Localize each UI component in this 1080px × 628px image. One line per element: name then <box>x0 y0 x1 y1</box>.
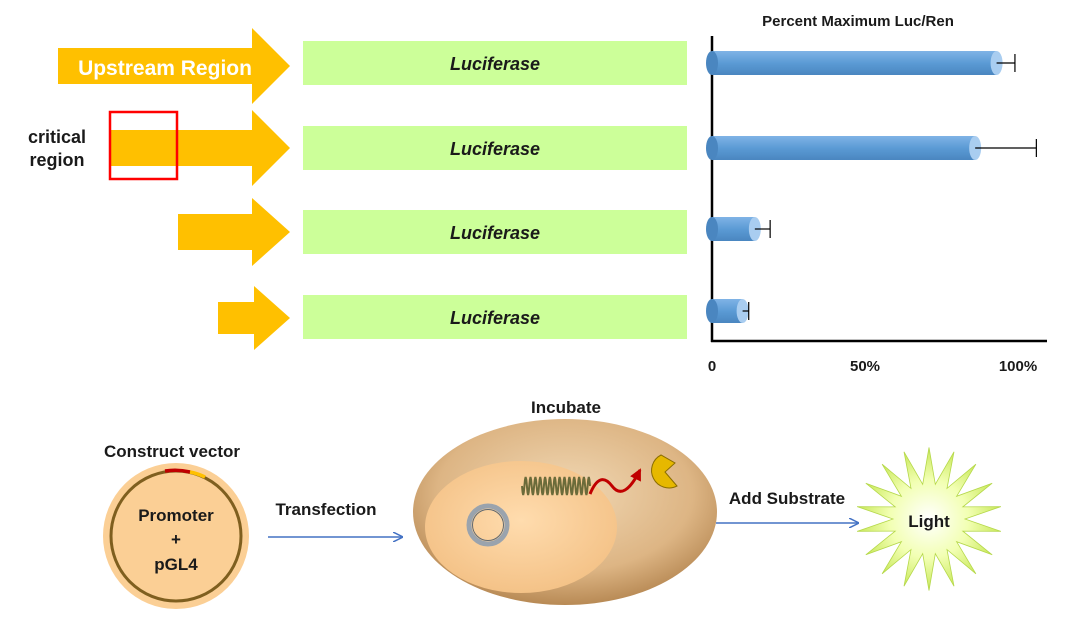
light-label: Light <box>908 512 950 531</box>
bar-body <box>712 51 997 75</box>
construct-vector-title: Construct vector <box>104 442 240 461</box>
chart-title: Percent Maximum Luc/Ren <box>762 13 954 30</box>
x-tick-label: 0 <box>708 358 716 375</box>
x-tick-label: 100% <box>999 358 1037 375</box>
bar-body <box>712 136 976 160</box>
bar-cap-start <box>706 299 718 323</box>
expression-arrow <box>588 468 642 495</box>
deletion-2-arrow <box>178 198 290 266</box>
upstream-region-label: Upstream Region <box>78 57 252 80</box>
deletion-1-arrow <box>110 110 290 186</box>
dna-coil <box>521 476 591 496</box>
insert-accent <box>189 470 206 479</box>
upstream-region-arrow <box>58 28 290 104</box>
plasmid-label-pgl4: pGL4 <box>154 555 198 574</box>
incubate-title: Incubate <box>531 398 601 417</box>
bar-body <box>712 299 743 323</box>
x-tick-label: 50% <box>850 358 880 375</box>
plasmid-in-cell-inner <box>472 509 504 541</box>
cell-nucleus <box>425 461 617 593</box>
plasmid-label-promoter: Promoter <box>138 506 214 525</box>
luciferase-enzyme <box>651 454 678 489</box>
luciferase-label-2: Luciferase <box>450 139 540 159</box>
add-substrate-label: Add Substrate <box>729 489 845 508</box>
light-burst <box>856 447 1002 591</box>
promoter-insert <box>164 468 191 474</box>
bar-full-length <box>706 51 1016 75</box>
luciferase-box-4 <box>303 295 687 339</box>
luciferase-box-1 <box>303 41 687 85</box>
bar-deletion-1 <box>706 136 1037 160</box>
critical-region-label-line1: critical <box>28 127 86 147</box>
critical-region-box <box>108 110 179 181</box>
plasmid-label-plus: + <box>171 530 181 549</box>
luciferase-box-3 <box>303 210 687 254</box>
deletion-3-arrow <box>218 286 290 350</box>
luc-ren-bar-chart: Percent Maximum Luc/Ren 0 50% 100% <box>706 13 1047 375</box>
transfection-label: Transfection <box>275 500 376 519</box>
luciferase-label-1: Luciferase <box>450 54 540 74</box>
construct-diagram: Upstream Region critical region Lucifera… <box>28 28 687 350</box>
luciferase-label-4: Luciferase <box>450 308 540 328</box>
bar-cap-start <box>706 217 718 241</box>
bar-cap-start <box>706 51 718 75</box>
bar-cap-start <box>706 136 718 160</box>
bar-deletion-2 <box>706 217 771 241</box>
assay-workflow: Construct vector Promoter + pGL4 Transfe… <box>103 398 1002 609</box>
luciferase-box-2 <box>303 126 687 170</box>
plasmid-in-cell <box>466 503 510 547</box>
bar-deletion-3 <box>706 299 750 323</box>
plasmid-outer <box>103 463 249 609</box>
bar-body <box>712 217 755 241</box>
luciferase-label-3: Luciferase <box>450 223 540 243</box>
critical-region-label-line2: region <box>29 150 84 170</box>
